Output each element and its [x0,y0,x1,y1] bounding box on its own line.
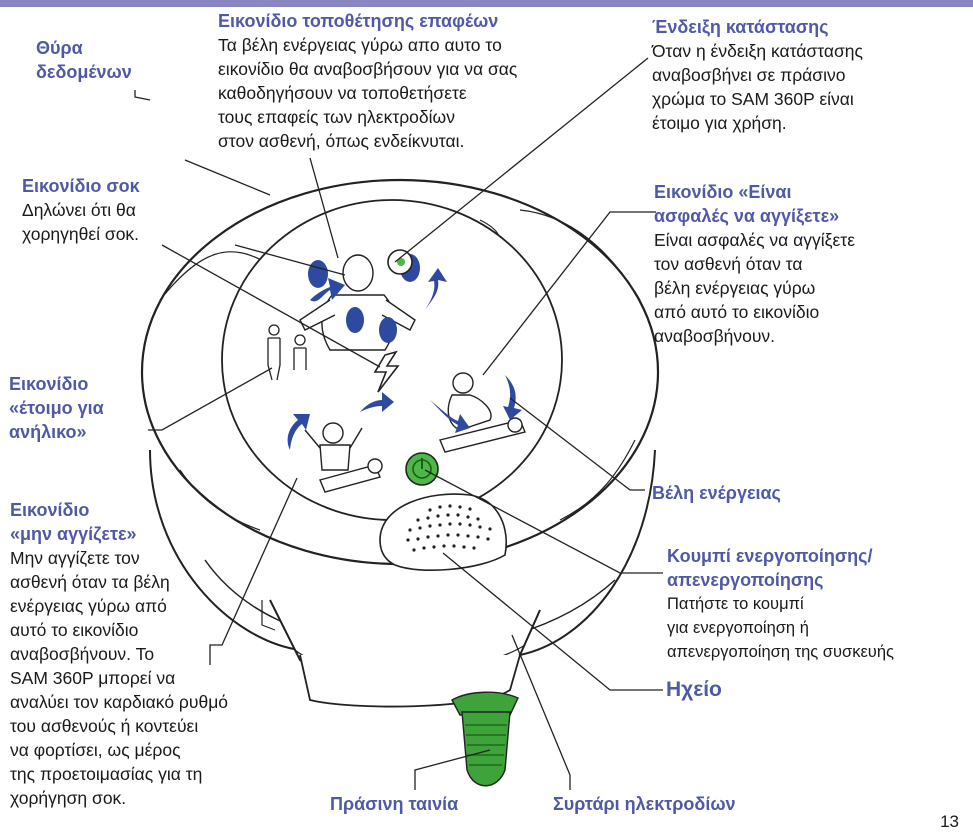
pad-placement-figure [299,254,420,351]
label-status-indicator-text: Όταν η ένδειξη κατάστασης αναβοσβήνει σε… [652,41,863,133]
label-speaker-title: Ηχείο [666,678,722,701]
action-arrow-icons [287,268,522,450]
label-data-port: Θύρα δεδομένων [36,36,132,84]
label-adult-ready-title: Εικονίδιο «έτοιμο για ανήλικο» [9,374,104,442]
label-safe-to-touch-text: Είναι ασφαλές να αγγίξετε τον ασθενή ότα… [654,230,855,346]
label-shock-icon: Εικονίδιο σοκ Δηλώνει ότι θα χορηγηθεί σ… [22,174,222,246]
label-on-off-button-title: Κουμπί ενεργοποίησης/ απενεργοποίησης [667,546,873,590]
label-do-not-touch-icon: Εικονίδιο «μην αγγίζετε» Μην αγγίζετε το… [10,498,270,810]
label-safe-to-touch-icon: Εικονίδιο «Είναι ασφαλές να αγγίξετε» Εί… [654,180,954,348]
leader-lines [134,57,663,790]
label-do-not-touch-title: Εικονίδιο «μην αγγίζετε» [10,500,137,544]
label-action-arrows-title: Βέλη ενέργειας [652,483,781,503]
label-pad-placement-text: Τα βέλη ενέργειας γύρω απο αυτο το εικον… [218,35,518,151]
label-status-indicator: Ένδειξη κατάστασης Όταν η ένδειξη κατάστ… [652,15,952,135]
page-number: 13 [940,812,959,831]
do-not-touch-figure [304,422,383,493]
label-electrode-drawer-title: Συρτάρι ηλεκτροδίων [553,794,736,814]
label-electrode-drawer: Συρτάρι ηλεκτροδίων [553,792,813,816]
label-pad-placement-icon: Εικονίδιο τοποθέτησης επαφέων Τα βέλη εν… [218,9,618,153]
label-shock-icon-text: Δηλώνει ότι θα χορηγηθεί σοκ. [22,200,140,244]
label-speaker: Ηχείο [666,676,866,704]
adult-child-icon [267,324,307,381]
header-bar [0,0,973,7]
label-on-off-button: Κουμπί ενεργοποίησης/ απενεργοποίησης Πα… [667,544,967,664]
status-indicator-light [387,249,413,275]
label-on-off-button-text: Πατήστε το κουμπί για ενεργοποίηση ή απε… [667,595,894,661]
on-off-button [405,452,439,486]
shock-bolt-icon [373,350,400,393]
label-safe-to-touch-title: Εικονίδιο «Είναι ασφαλές να αγγίξετε» [654,182,840,226]
label-pad-placement-title: Εικονίδιο τοποθέτησης επαφέων [218,11,499,31]
label-do-not-touch-text: Μην αγγίζετε τον ασθενή όταν τα βέλη ενέ… [10,548,229,808]
label-green-tab-title: Πράσινη ταινία [330,794,459,814]
device-face [221,199,563,521]
label-green-tab: Πράσινη ταινία [330,792,530,816]
label-adult-ready-icon: Εικονίδιο «έτοιμο για ανήλικο» [9,372,169,444]
label-status-indicator-title: Ένδειξη κατάστασης [652,17,829,37]
label-shock-icon-title: Εικονίδιο σοκ [22,176,140,196]
speaker-grille [379,493,507,571]
label-action-arrows: Βέλη ενέργειας [652,481,912,505]
label-data-port-title: Θύρα δεδομένων [36,38,132,82]
green-tab-handle [451,691,519,787]
